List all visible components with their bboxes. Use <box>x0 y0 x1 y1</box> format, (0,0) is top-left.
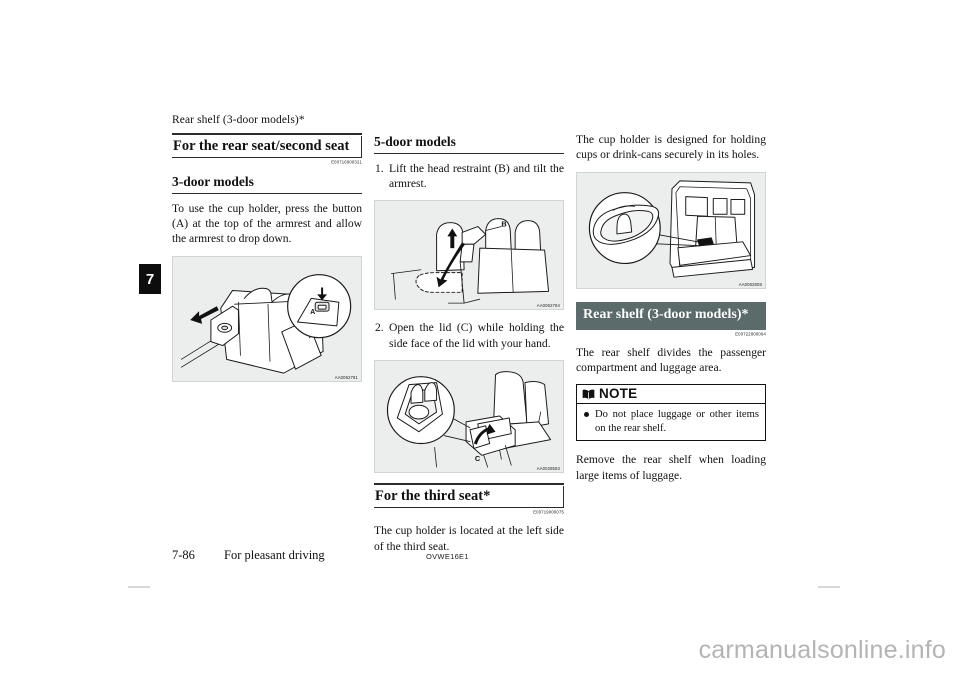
list-item-step-1: 1. Lift the head restraint (B) and tilt … <box>374 161 564 192</box>
footer-section-name: For pleasant driving <box>224 548 325 562</box>
page-footer: 7-86 For pleasant driving <box>172 548 788 563</box>
column-middle: 5-door models 1. Lift the head restraint… <box>374 133 564 563</box>
drop-arrow-icon <box>190 306 219 324</box>
figure-armrest-lid-open: C AA0028563 <box>374 360 564 474</box>
section-ref-code-rear-seat: E00716900321 <box>331 159 362 165</box>
sub-heading-3-door-models: 3-door models <box>172 173 362 194</box>
section-heading-third-seat: For the third seat* <box>374 483 564 509</box>
tilt-arrow-icon <box>436 242 466 288</box>
paragraph-third-seat-location: The cup holder is located at the left si… <box>374 524 564 553</box>
running-head: Rear shelf (3-door models)* <box>172 114 305 126</box>
note-label: NOTE <box>599 386 638 402</box>
column-right: The cup holder is designed for holding c… <box>576 133 766 492</box>
list-item-step-2: 2. Open the lid (C) while holding the si… <box>374 320 564 351</box>
note-body: Do not place luggage or other items on t… <box>577 404 765 441</box>
note-box: NOTE Do not place luggage or other items… <box>576 384 766 442</box>
bullet-icon <box>584 411 589 417</box>
armrest-lid-drawing: C <box>386 371 552 468</box>
head-restraint-drawing: B <box>391 218 550 304</box>
chapter-tab-marker: 7 <box>139 264 161 294</box>
column-left: For the rear seat/second seat E007169003… <box>172 133 362 392</box>
figure-head-restraint-tilt: B AA0062794 <box>374 200 564 311</box>
list-item-note: Do not place luggage or other items on t… <box>583 408 759 436</box>
figure-ref-code: AA0028563 <box>536 465 560 472</box>
open-lid-arrow-icon <box>473 424 496 445</box>
callout-label-c: C <box>475 454 481 463</box>
banner-ref-code: E00722800064 <box>735 330 766 337</box>
note-item-text: Do not place luggage or other items on t… <box>595 408 759 434</box>
paragraph-cup-holder-usage: To use the cup holder, press the button … <box>172 201 362 246</box>
paragraph-cup-holder-design: The cup holder is designed for holding c… <box>576 133 766 162</box>
step-text: Lift the head restraint (B) and tilt the… <box>389 161 564 190</box>
figure-ref-code: AA0062808 <box>738 281 762 287</box>
press-arrow-icon <box>317 287 328 301</box>
step-number: 2. <box>375 321 384 335</box>
site-watermark: carmanualsonline.info <box>698 636 946 664</box>
lift-arrow-icon <box>447 228 458 249</box>
crop-mark-right <box>818 586 840 588</box>
step-list-5-door: 1. Lift the head restraint (B) and tilt … <box>374 161 564 192</box>
crop-mark-left <box>128 586 150 588</box>
section-heading-rear-seat: For the rear seat/second seat <box>172 133 362 159</box>
callout-label-b: B <box>501 220 506 229</box>
open-book-icon <box>582 389 595 400</box>
step-text: Open the lid (C) while holding the side … <box>389 321 564 350</box>
banner-heading-rear-shelf: Rear shelf (3-door models)* <box>576 301 766 330</box>
rear-seat-armrest-drawing: A <box>180 274 352 374</box>
document-code: OVWE16E1 <box>426 552 469 561</box>
figure-rear-seat-armrest: A AA0062781 <box>172 255 362 382</box>
step-list-5-door-cont: 2. Open the lid (C) while holding the si… <box>374 320 564 351</box>
section-ref-code-third-seat: E00719000075 <box>533 509 564 516</box>
figure-third-seat-cup-holder: AA0062808 <box>576 171 766 289</box>
sub-heading-5-door-models: 5-door models <box>374 133 564 154</box>
step-number: 1. <box>375 161 384 175</box>
page-number: 7-86 <box>172 548 195 562</box>
paragraph-remove-rear-shelf: Remove the rear shelf when loading large… <box>576 453 766 482</box>
note-header: NOTE <box>577 385 765 404</box>
paragraph-rear-shelf-divides: The rear shelf divides the passenger com… <box>576 345 766 375</box>
cargo-area-cup-holder-drawing <box>588 180 756 278</box>
figure-ref-code: AA0062794 <box>536 302 560 309</box>
callout-label-a: A <box>310 309 315 316</box>
figure-ref-code: AA0062781 <box>334 374 358 380</box>
